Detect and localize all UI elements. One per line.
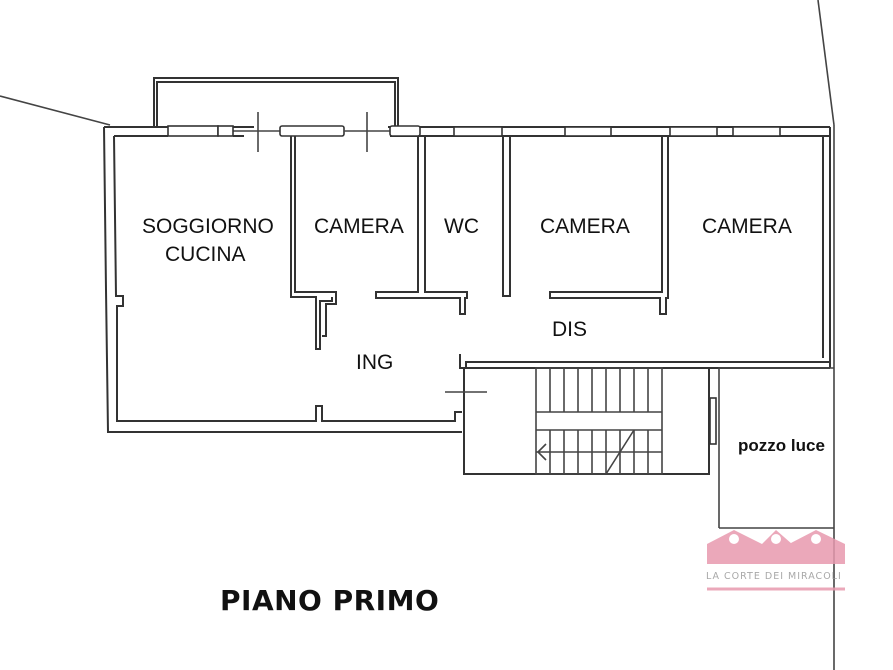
room-label-camera-3: CAMERA [702,215,792,238]
balcony [153,77,399,128]
watermark-logo: LA CORTE DEI MIRACOLI [706,530,845,591]
outer-walls [103,112,831,433]
floor-title: PIANO PRIMO [220,584,440,617]
interior-walls [290,136,830,369]
room-label-pozzo-luce: pozzo luce [738,436,825,455]
watermark-text: LA CORTE DEI MIRACOLI [706,571,842,582]
staircase [445,367,717,475]
room-label-cucina: CUCINA [165,243,246,266]
windows-top [453,126,781,137]
room-label-camera-2: CAMERA [540,215,630,238]
room-label-soggiorno: SOGGIORNO [142,215,274,238]
light-well [718,367,834,529]
room-label-ing: ING [356,351,393,374]
room-label-dis: DIS [552,318,587,341]
house-icon [789,530,845,564]
room-label-camera-1: CAMERA [314,215,404,238]
house-icon [707,530,762,564]
room-label-wc: WC [444,215,479,238]
boundary-line-right-top [817,0,835,126]
house-icon [762,530,792,564]
boundary-line-left [0,95,111,126]
